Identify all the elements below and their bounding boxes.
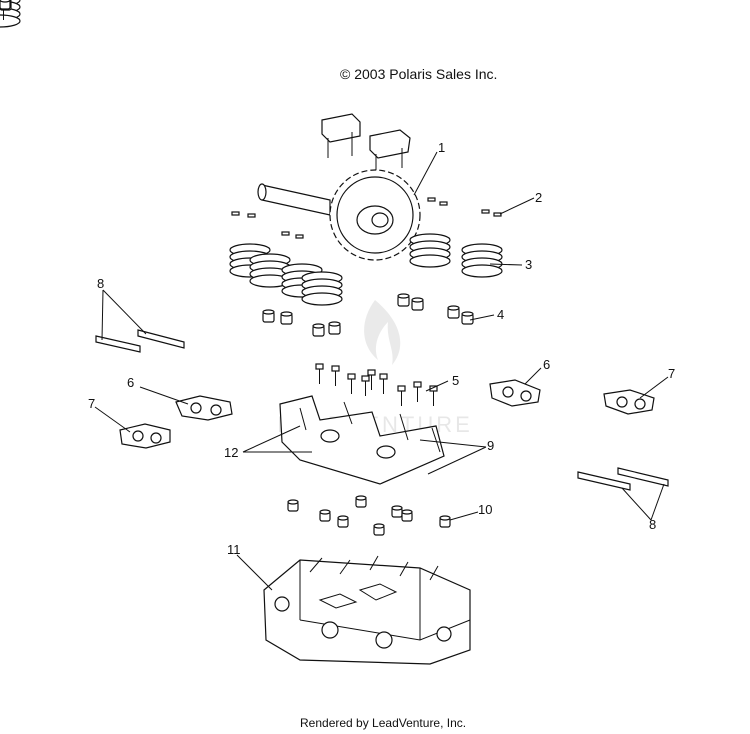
footer-credit: Rendered by LeadVenture, Inc.	[300, 716, 467, 730]
rocker-shafts-right	[577, 467, 669, 491]
callout-12: 12	[224, 445, 239, 460]
callout-3: 3	[525, 257, 533, 272]
callout-4: 4	[497, 307, 505, 322]
leader-lines	[94, 151, 669, 591]
valve-keepers	[231, 197, 502, 239]
camshaft-cap	[321, 113, 411, 172]
callout-1: 1	[438, 140, 446, 155]
callout-11: 11	[227, 542, 241, 557]
callout-8-left: 8	[97, 276, 105, 291]
callout-7-right: 7	[668, 366, 676, 381]
callout-6-left: 6	[127, 375, 135, 390]
rocker-shafts-left	[95, 329, 185, 353]
callout-9: 9	[487, 438, 495, 453]
cam-bearing-housing	[279, 395, 445, 485]
valve-springs	[0, 0, 503, 306]
callout-7-left: 7	[88, 396, 96, 411]
valve-tappets	[0, 0, 451, 536]
callout-2: 2	[535, 190, 543, 205]
callout-6-right: 6	[543, 357, 551, 372]
rocker-arm-assembly	[119, 379, 655, 449]
callout-10: 10	[478, 502, 493, 517]
callout-8-right: 8	[649, 517, 657, 532]
camshaft-sprocket	[257, 169, 421, 261]
cylinder-head	[263, 555, 471, 665]
callout-5: 5	[452, 373, 460, 388]
copyright-text: © 2003 Polaris Sales Inc.	[340, 66, 498, 82]
